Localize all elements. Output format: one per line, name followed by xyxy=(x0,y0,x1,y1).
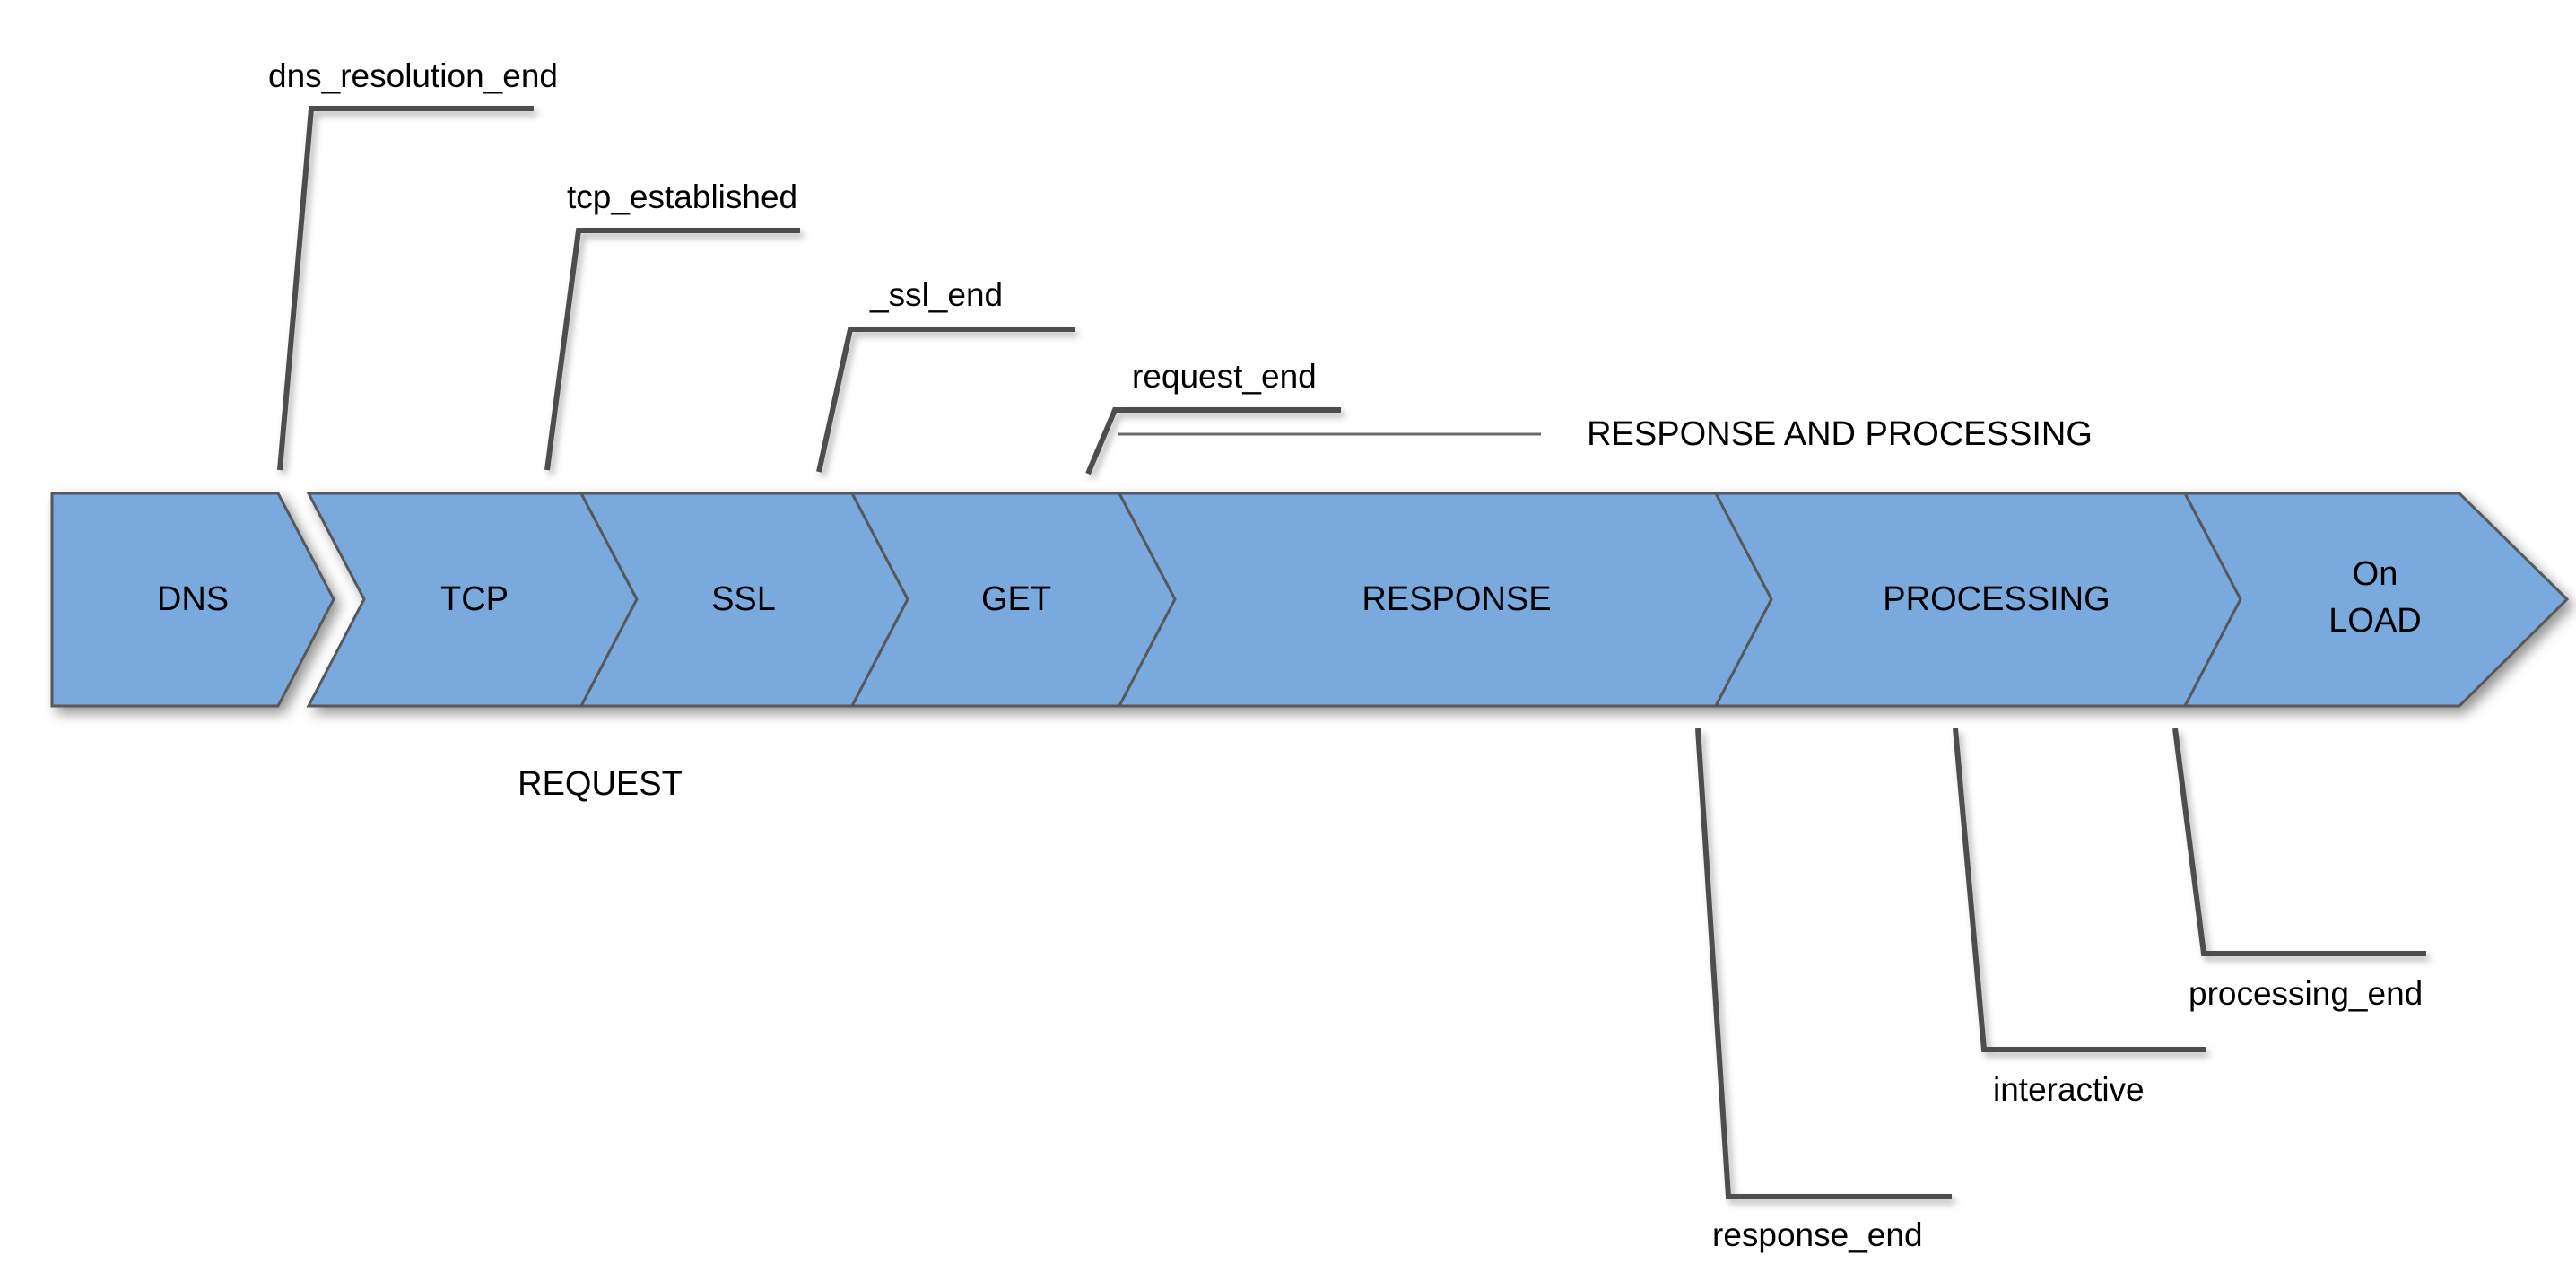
top-leader-lines xyxy=(277,106,1341,475)
stage-label-processing: PROCESSING xyxy=(1883,580,2110,618)
chevron-bar xyxy=(50,492,2570,708)
leader-line-tcp-established xyxy=(544,228,800,471)
group-bracket-request: REQUEST xyxy=(54,765,1096,803)
callout-label-request-end: request_end xyxy=(1132,358,1317,395)
callout-label-interactive: interactive xyxy=(1993,1071,2145,1108)
stage-label-dns: DNS xyxy=(157,580,229,618)
stage-chevron-dns[interactable] xyxy=(50,492,335,708)
callout-label-tcp-established: tcp_established xyxy=(567,179,797,215)
leader-line-request-end xyxy=(1085,407,1341,475)
callout-label-processing-end: processing_end xyxy=(2189,975,2423,1012)
group-bracket-response-and-processing: RESPONSE AND PROCESSING xyxy=(1118,415,2461,453)
stage-label-onload-line2: LOAD xyxy=(2328,602,2421,640)
callout-label-ssl-end: _ssl_end xyxy=(869,276,1003,313)
stage-label-response: RESPONSE xyxy=(1362,580,1551,618)
stage-label-get: GET xyxy=(981,580,1051,618)
group-label-request: REQUEST xyxy=(518,765,683,803)
callout-label-dns-resolution-end: dns_resolution_end xyxy=(268,57,558,94)
callout-label-response-end: response_end xyxy=(1712,1216,1923,1253)
leader-line-ssl-end xyxy=(816,327,1075,473)
leader-line-processing-end xyxy=(2172,728,2426,956)
leader-line-response-end xyxy=(1695,728,1952,1199)
stage-chevron-onload[interactable] xyxy=(2182,492,2570,708)
stage-label-onload-line1: On xyxy=(2353,555,2398,593)
group-label-response-and-processing: RESPONSE AND PROCESSING xyxy=(1587,415,2093,453)
leader-line-dns-resolution-end xyxy=(277,106,534,471)
bottom-leader-lines xyxy=(1695,728,2426,1199)
stage-label-ssl: SSL xyxy=(711,580,776,618)
leader-line-interactive xyxy=(1953,728,2206,1052)
stage-label-tcp: TCP xyxy=(440,580,509,618)
